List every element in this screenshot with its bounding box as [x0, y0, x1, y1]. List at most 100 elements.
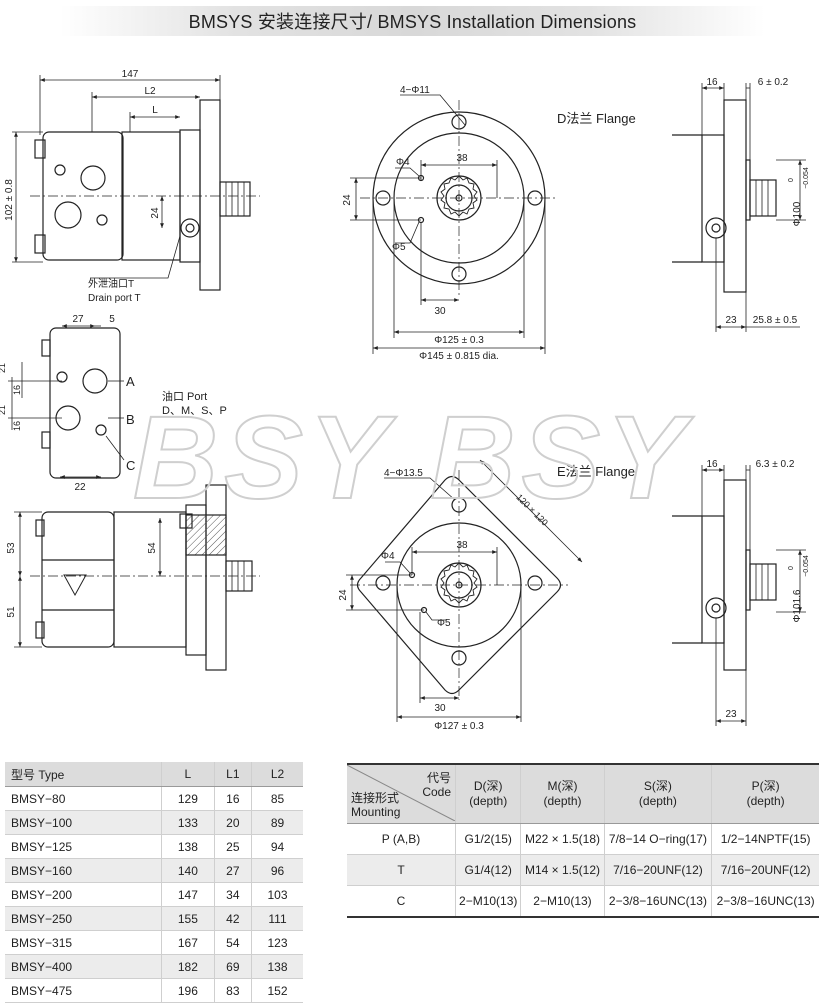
corner-header: 代号 Code 连接形式 Mounting [347, 763, 456, 824]
cell-l: 167 [161, 930, 215, 955]
corner-code-cn: 代号 [426, 771, 451, 785]
cell-s: 7/16−20UNF(12) [603, 854, 712, 886]
motor-side-view [30, 99, 260, 291]
label-dim-22: 22 [74, 482, 86, 493]
d-side-dim-6: 6 ± 0.2 [758, 77, 789, 88]
cell-l2: 123 [251, 930, 303, 955]
e-flange-dimensions [346, 459, 583, 722]
label-dim-51: 51 [6, 606, 17, 618]
cell-s: 2−3/8−16UNC(13) [603, 885, 712, 918]
header-p: P(深)(depth) [711, 763, 819, 824]
side-view-dimensions [12, 75, 221, 279]
e-flange-side-view [672, 479, 777, 671]
motor-section-view [30, 484, 260, 671]
cell-d: G1/2(15) [454, 823, 521, 855]
cell-d: 2−M10(13) [454, 885, 521, 918]
d-flange-title: D法兰 Flange [557, 111, 636, 126]
label-dim-l2: L2 [144, 86, 156, 97]
cell-l: 133 [161, 810, 215, 835]
cell-l: 138 [161, 834, 215, 859]
header-m: M(深)(depth) [520, 763, 605, 824]
cell-l2: 85 [251, 786, 303, 811]
label-dim-l: L [152, 105, 158, 116]
cell-mounting: T [347, 854, 456, 886]
e-phi4-label: Φ4 [381, 551, 395, 562]
d-phi4-label: Φ4 [396, 157, 410, 168]
cell-l1: 83 [213, 978, 252, 1003]
cell-l1: 54 [213, 930, 252, 955]
e-side-phi101-6-tol-dn: −0.054 [803, 555, 810, 577]
header-l2: L2 [251, 762, 303, 787]
label-dim-16a: 16 [12, 385, 22, 395]
cell-type: BMSY−315 [5, 930, 162, 955]
cell-l2: 152 [251, 978, 303, 1003]
d-side-dimensions [701, 83, 806, 332]
connection-port-table: 代号 Code 连接形式 Mounting D(深)(depth) M(深)(d… [347, 763, 819, 918]
d-side-dim-16: 16 [706, 77, 718, 88]
port-a-label: A [126, 374, 135, 389]
title-bar: BMSYS 安装连接尺寸/ BMSYS Installation Dimensi… [60, 6, 765, 36]
cell-l2: 89 [251, 810, 303, 835]
cell-type: BMSY−100 [5, 810, 162, 835]
d-dim-30-label: 30 [434, 306, 446, 317]
cell-p: 2−3/8−16UNC(13) [711, 885, 819, 918]
label-dim-27: 27 [72, 314, 84, 325]
table-header-row: 代号 Code 连接形式 Mounting D(深)(depth) M(深)(d… [347, 763, 819, 824]
cell-l1: 69 [213, 954, 252, 979]
header-m-en: (depth) [543, 794, 582, 808]
d-phi145-label: Φ145 ± 0.815 dia. [419, 351, 499, 362]
drain-port-label-cn: 外泄油口T [88, 277, 134, 290]
d-phi5-label: Φ5 [392, 242, 406, 253]
cell-m: M22 × 1.5(18) [520, 823, 605, 855]
cell-l1: 42 [213, 906, 252, 931]
header-l: L [161, 762, 215, 787]
header-s-cn: S(深) [643, 779, 672, 793]
cell-l2: 94 [251, 834, 303, 859]
cell-type: BMSY−80 [5, 786, 162, 811]
cell-l2: 103 [251, 882, 303, 907]
port-b-label: B [126, 412, 135, 427]
cell-mounting: P (A,B) [347, 823, 456, 855]
d-side-phi100-tol-up: 0 [788, 178, 795, 182]
e-flange-front-view [350, 470, 568, 700]
cell-l2: 96 [251, 858, 303, 883]
e-side-dimensions [701, 465, 806, 726]
label-dim-147: 147 [122, 69, 139, 80]
d-side-phi100-tol-dn: −0.054 [803, 167, 810, 189]
cell-l2: 138 [251, 954, 303, 979]
header-s: S(深)(depth) [603, 763, 712, 824]
table-header-row: 型号 Type L L1 L2 [5, 762, 303, 787]
cell-l1: 20 [213, 810, 252, 835]
e-flange-holes-label: 4−Φ13.5 [384, 468, 423, 479]
d-phi125-label: Φ125 ± 0.3 [434, 335, 484, 346]
corner-mount-cn: 连接形式 [351, 791, 400, 805]
header-p-cn: P(深) [751, 779, 780, 793]
cell-m: 2−M10(13) [520, 885, 605, 918]
d-side-phi100: Φ100 [792, 201, 803, 226]
cell-mounting: C [347, 885, 456, 918]
cell-l1: 16 [213, 786, 252, 811]
section-view-dimensions [14, 511, 162, 648]
cell-l1: 34 [213, 882, 252, 907]
label-dim-21a: 21 [0, 363, 7, 373]
e-phi127-label: Φ127 ± 0.3 [434, 721, 484, 732]
table-row: P (A,B)G1/2(15)M22 × 1.5(18)7/8−14 O−rin… [347, 823, 819, 855]
d-side-dim-25-8: 25.8 ± 0.5 [753, 315, 798, 326]
label-dim-16b: 16 [12, 421, 22, 431]
cell-type: BMSY−250 [5, 906, 162, 931]
d-flange-front-view [360, 100, 558, 296]
cell-l: 140 [161, 858, 215, 883]
oil-port-label-cn: 油口 Port [162, 389, 207, 403]
header-l1: L1 [213, 762, 252, 787]
cell-p: 7/16−20UNF(12) [711, 854, 819, 886]
diagonal-divider [347, 765, 455, 821]
e-side-dim-23: 23 [725, 709, 737, 720]
corner-code: 代号 Code [422, 771, 451, 799]
